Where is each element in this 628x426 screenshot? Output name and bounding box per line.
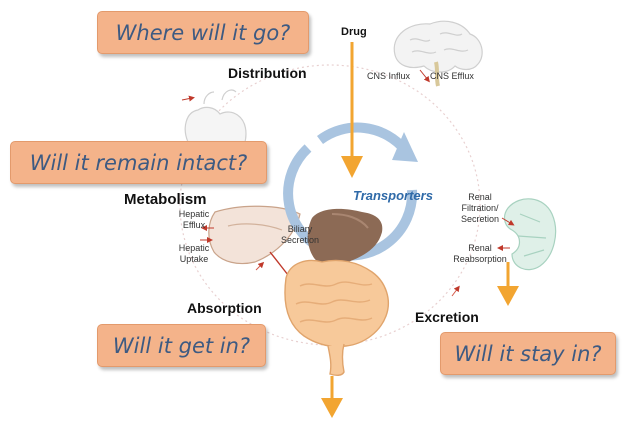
question-absorption: Will it get in?	[97, 324, 266, 367]
question-metabolism: Will it remain intact?	[10, 141, 267, 184]
brain-illustration	[393, 20, 483, 87]
drug-label: Drug	[341, 26, 367, 38]
hepatic-efflux-label: Hepatic Efflux	[178, 209, 210, 230]
adme-cycle-line	[179, 64, 481, 346]
kidney-illustration	[503, 198, 557, 271]
cycle-marker-right	[451, 285, 460, 297]
cns-influx-label: CNS Influx	[367, 71, 411, 81]
intestinal-output-arrow-head	[321, 398, 343, 418]
transporters-ring-upper	[316, 122, 409, 154]
hepatic-uptake-label: Hepatic Uptake	[178, 243, 210, 264]
intestine-illustration	[284, 259, 390, 377]
renal-output-arrow-head	[497, 286, 519, 306]
absorption-label: Absorption	[187, 300, 262, 316]
cns-influx-arrow	[419, 69, 430, 83]
stomach-illustration	[307, 208, 383, 267]
question-distribution: Where will it go?	[97, 11, 309, 54]
distribution-label: Distribution	[228, 65, 307, 81]
metabolism-label: Metabolism	[124, 191, 207, 208]
renal-filtration-arrow	[501, 217, 515, 226]
question-excretion: Will it stay in?	[440, 332, 616, 375]
cycle-marker-left	[255, 261, 265, 271]
renal-filtration-label: Renal Filtration/ Secretion	[460, 192, 500, 224]
transporters-label: Transporters	[353, 188, 433, 203]
renal-reabsorption-label: Renal Reabsorption	[453, 243, 507, 264]
transporters-ring-arrowhead	[392, 132, 418, 162]
heart-red-marker	[181, 95, 195, 102]
excretion-label: Excretion	[415, 309, 479, 325]
cns-efflux-label: CNS Efflux	[430, 71, 474, 81]
drug-arrow-head	[341, 156, 363, 178]
biliary-secretion-label: Biliary Secretion	[280, 224, 320, 245]
